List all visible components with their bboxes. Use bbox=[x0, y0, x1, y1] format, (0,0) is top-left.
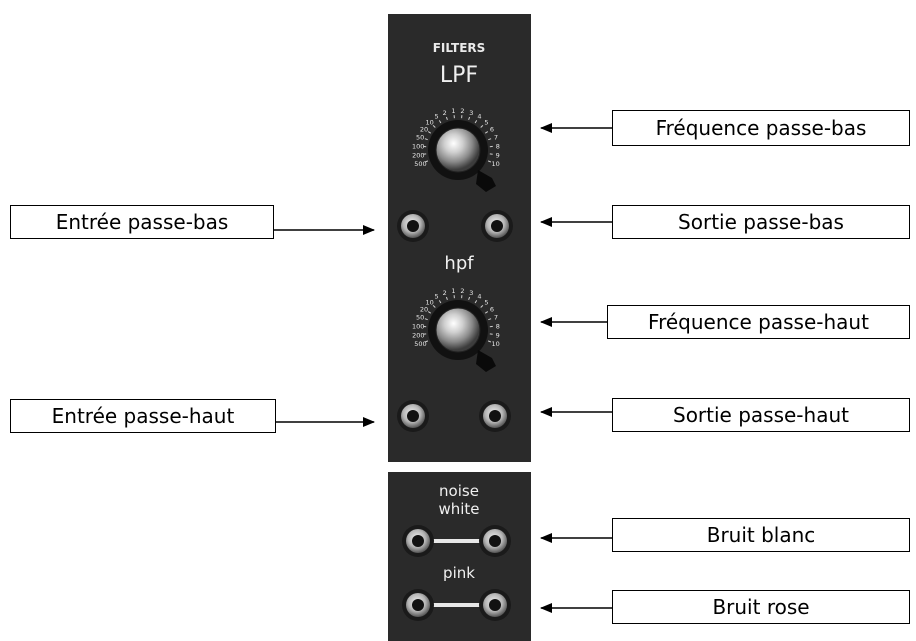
knob-scale-label: 5 bbox=[435, 293, 439, 301]
panel-divider bbox=[388, 462, 531, 472]
knob-scale-label: 1 bbox=[451, 107, 455, 115]
lpf-knob-cap bbox=[435, 127, 481, 173]
knob-scale-tick bbox=[468, 296, 471, 300]
knob-scale-tick bbox=[424, 138, 428, 141]
knob-scale-label: 100 bbox=[412, 142, 424, 150]
knob-scale-tick bbox=[427, 311, 432, 314]
jack-lpf-output[interactable] bbox=[481, 210, 513, 242]
knob-scale-label: 10 bbox=[491, 340, 499, 348]
jack-white-noise-left[interactable] bbox=[402, 525, 434, 557]
knob-scale-tick bbox=[484, 131, 489, 134]
label-output-highpass: Sortie passe-haut bbox=[612, 398, 910, 432]
filters-title: FILTERS bbox=[433, 41, 486, 55]
knob-scale-tick bbox=[487, 340, 492, 343]
knob-scale-tick bbox=[488, 138, 492, 141]
knob-scale-label: 2 bbox=[460, 107, 464, 115]
knob-scale-label: 9 bbox=[496, 151, 500, 159]
knob-scale-label: 5 bbox=[484, 298, 488, 306]
knob-scale-tick bbox=[424, 318, 428, 321]
knob-scale-label: 10 bbox=[425, 118, 433, 126]
knob-scale-label: 500 bbox=[414, 340, 426, 348]
knob-scale-label: 6 bbox=[490, 305, 494, 313]
knob-scale-tick bbox=[480, 305, 484, 308]
knob-scale-label: 50 bbox=[416, 134, 424, 142]
hpf-label: hpf bbox=[444, 253, 474, 274]
label-input-highpass: Entrée passe-haut bbox=[10, 399, 276, 433]
jack-lpf-input[interactable] bbox=[397, 210, 429, 242]
jack-pink-noise-left[interactable] bbox=[402, 589, 434, 621]
jack-hpf-input[interactable] bbox=[397, 400, 429, 432]
knob-scale-label: 20 bbox=[420, 305, 428, 313]
knob-scale-label: 100 bbox=[412, 322, 424, 330]
knob-scale-label: 8 bbox=[496, 322, 500, 330]
knob-scale-label: 200 bbox=[412, 331, 424, 339]
jack-pink-noise-right[interactable] bbox=[479, 589, 511, 621]
knob-scale-tick bbox=[487, 160, 492, 163]
noise-label: noise bbox=[439, 482, 479, 500]
knob-scale-label: 9 bbox=[496, 331, 500, 339]
knob-scale-label: 2 bbox=[443, 289, 447, 297]
knob-scale-tick bbox=[432, 305, 436, 308]
label-output-lowpass: Sortie passe-bas bbox=[612, 205, 910, 239]
knob-scale-label: 5 bbox=[435, 113, 439, 121]
knob-scale-label: 6 bbox=[490, 125, 494, 133]
pink-noise-link bbox=[425, 603, 485, 607]
knob-scale-tick bbox=[474, 120, 478, 124]
hpf-knob-pointer-icon bbox=[476, 350, 496, 372]
hpf-knob-cap bbox=[435, 307, 481, 353]
label-white-noise: Bruit blanc bbox=[612, 518, 910, 552]
pink-label: pink bbox=[443, 564, 475, 582]
knob-scale-label: 50 bbox=[416, 314, 424, 322]
knob-scale-label: 10 bbox=[425, 298, 433, 306]
jack-white-noise-right[interactable] bbox=[479, 525, 511, 557]
white-noise-link bbox=[425, 539, 485, 543]
jack-hpf-output[interactable] bbox=[479, 400, 511, 432]
label-freq-lowpass: Fréquence passe-bas bbox=[612, 110, 910, 146]
knob-scale-tick bbox=[424, 160, 429, 163]
knob-scale-label: 5 bbox=[484, 118, 488, 126]
label-pink-noise: Bruit rose bbox=[612, 590, 910, 624]
knob-scale-label: 7 bbox=[494, 134, 498, 142]
label-input-lowpass: Entrée passe-bas bbox=[10, 205, 274, 239]
knob-scale-tick bbox=[474, 300, 478, 304]
knob-scale-tick bbox=[445, 116, 448, 120]
knob-scale-tick bbox=[468, 116, 471, 120]
white-label: white bbox=[438, 500, 479, 518]
knob-scale-tick bbox=[427, 131, 432, 134]
knob-scale-tick bbox=[445, 296, 448, 300]
knob-scale-label: 1 bbox=[451, 287, 455, 295]
knob-scale-label: 3 bbox=[469, 289, 473, 297]
knob-scale-tick bbox=[432, 125, 436, 128]
knob-scale-label: 7 bbox=[494, 314, 498, 322]
knob-scale-label: 2 bbox=[443, 109, 447, 117]
knob-scale-label: 8 bbox=[496, 142, 500, 150]
knob-scale-tick bbox=[438, 300, 442, 304]
knob-scale-label: 2 bbox=[460, 287, 464, 295]
knob-scale-label: 500 bbox=[414, 160, 426, 168]
knob-scale-tick bbox=[424, 340, 429, 343]
knob-scale-tick bbox=[438, 120, 442, 124]
label-freq-highpass: Fréquence passe-haut bbox=[607, 305, 910, 339]
knob-scale-label: 4 bbox=[477, 113, 481, 121]
lpf-knob-pointer-icon bbox=[476, 170, 496, 192]
knob-scale-tick bbox=[480, 125, 484, 128]
knob-scale-label: 10 bbox=[491, 160, 499, 168]
knob-scale-label: 3 bbox=[469, 109, 473, 117]
knob-scale-tick bbox=[484, 311, 489, 314]
knob-scale-label: 200 bbox=[412, 151, 424, 159]
knob-scale-label: 20 bbox=[420, 125, 428, 133]
knob-scale-label: 4 bbox=[477, 293, 481, 301]
lpf-label: LPF bbox=[440, 63, 478, 88]
knob-scale-tick bbox=[488, 318, 492, 321]
